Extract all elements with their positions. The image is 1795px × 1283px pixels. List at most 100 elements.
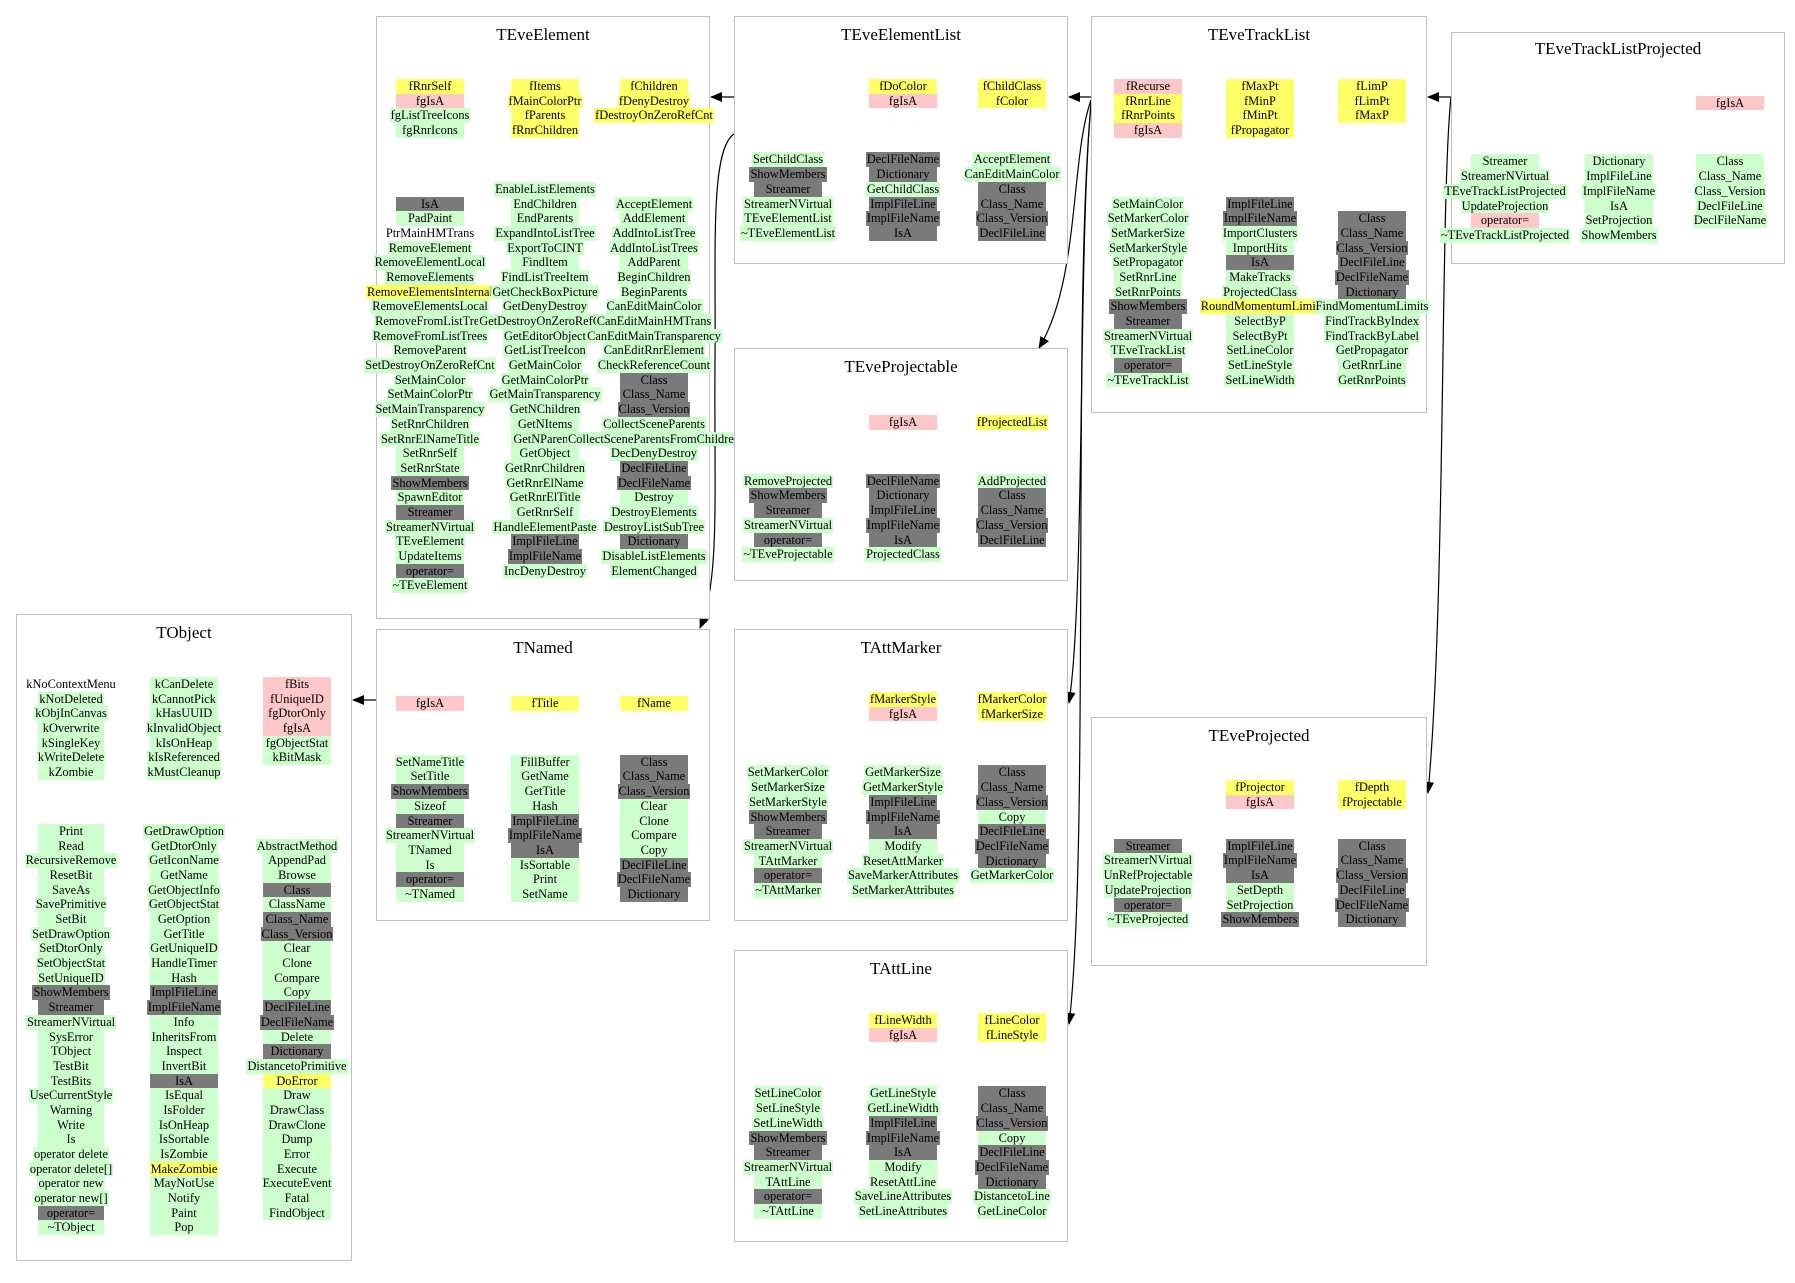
class-member: StreamerNVirtual [1102, 328, 1194, 344]
class-member: GetIconName [148, 853, 220, 868]
class-member: GetMainColor [507, 358, 583, 373]
class-member: fChildren [620, 79, 688, 94]
class-member: TEveTrackList [1109, 343, 1187, 359]
class-member: kZombie [38, 765, 104, 780]
class-member: fMinPt [1226, 108, 1294, 124]
class-member: fName [620, 696, 688, 711]
class-member: IsA [396, 196, 464, 212]
class-member: fDoColor [869, 79, 937, 94]
class-member: fgIsA [869, 93, 937, 109]
class-member: UpdateProjection [1460, 198, 1550, 214]
class-member: fgIsA [263, 721, 331, 736]
class-member: GetMainTransparency [488, 387, 602, 403]
class-member: StreamerNVirtual [1102, 853, 1194, 869]
class-member: Error [263, 1147, 331, 1162]
class-member: DeclFileName [865, 152, 941, 168]
class-member: GetEditorObject [503, 328, 587, 344]
class-member: Fatal [263, 1191, 331, 1206]
class-member: SetDepth [1226, 882, 1294, 898]
class-member: SetMainColorPtr [386, 387, 474, 403]
class-member: Dictionary [263, 1044, 331, 1059]
class-member: Class_Name [978, 503, 1046, 518]
class-member: ~TEveTrackList [1106, 372, 1190, 388]
class-member: GetTitle [150, 926, 218, 942]
class-member: ~TEveProjectable [742, 547, 834, 562]
class-member: IsA [1226, 868, 1294, 883]
class-member: Hash [150, 970, 218, 986]
class-member: Info [150, 1014, 218, 1030]
class-member: fUniqueID [263, 691, 331, 707]
class-member: SetMarkerSize [750, 780, 826, 795]
class-member: operator= [754, 532, 822, 548]
class-member: DeclFileLine [978, 532, 1046, 548]
class-member: FindMomentumLimits [1314, 299, 1430, 314]
class-member: ~TAttMarker [754, 882, 822, 898]
class-member: DeclFileLine [263, 1000, 331, 1015]
class-member: Class_Version [975, 1115, 1049, 1131]
class-member: fRecurse [1114, 79, 1182, 94]
class-member: ShowMembers [1580, 227, 1658, 243]
class-member: Streamer [1114, 314, 1182, 329]
class-member: ImplFileName [865, 1130, 941, 1146]
class-member: fParents [511, 108, 579, 124]
class-member: Dictionary [1338, 284, 1406, 300]
class-member: SetRnrChildren [390, 416, 470, 432]
class-member: ~TEveTrackListProjected [1439, 227, 1571, 243]
class-member: ShowMembers [749, 1130, 827, 1146]
class-member: GetLineWidth [866, 1101, 940, 1116]
class-member: SpawnEditor [396, 490, 464, 505]
class-member: IsSortable [511, 857, 579, 873]
class-member: Dictionary [978, 853, 1046, 869]
class-title: TObject [156, 623, 212, 642]
class-member: Paint [150, 1205, 218, 1221]
class-member: GetDtorOnly [150, 838, 218, 854]
class-member: ImplFileName [1581, 183, 1657, 199]
class-member: PadPaint [396, 211, 464, 226]
class-member: DestroyElements [610, 504, 698, 520]
class-member: ShowMembers [749, 488, 827, 504]
class-member: ~TEveProjected [1106, 912, 1190, 927]
class-member: DoError [263, 1073, 331, 1089]
class-member: fgIsA [396, 696, 464, 711]
class-member: operator new[] [33, 1191, 109, 1206]
class-member: ImplFileName [1222, 211, 1298, 226]
class-member: Clear [620, 798, 688, 814]
class-member: SetMarkerAttributes [851, 882, 955, 898]
class-member: StreamerNVirtual [384, 828, 476, 843]
class-member: Notify [150, 1191, 218, 1206]
class-member: ImportClusters [1221, 225, 1299, 241]
class-member: GetLineStyle [868, 1086, 938, 1102]
class-member: GetNItems [511, 416, 579, 432]
class-member: Streamer [754, 824, 822, 839]
class-member: RemoveFromListTrees [371, 328, 489, 344]
class-member: SetTitle [396, 769, 464, 785]
class-member: GetRnrElTitle [508, 490, 582, 505]
class-member: Class [978, 181, 1046, 197]
class-member: Execute [263, 1161, 331, 1177]
class-member: DeclFileName [865, 473, 941, 489]
class-member: EnableListElements [494, 181, 596, 197]
class-member: SetMainColor [393, 372, 467, 388]
class-member: Class [978, 1086, 1046, 1102]
class-member: HandleElementPaste [492, 519, 598, 535]
class-member: ImplFileLine [1226, 838, 1294, 854]
class-member: StreamerNVirtual [384, 519, 476, 535]
class-member: DeclFileName [616, 872, 692, 887]
class-member: GetMarkerColor [969, 868, 1055, 883]
class-member: Streamer [1114, 838, 1182, 854]
class-member: DeclFileLine [1338, 882, 1406, 898]
class-member: ImplFileLine [869, 794, 937, 810]
class-member: ~TObject [38, 1220, 104, 1236]
class-member: fDenyDestroy [617, 93, 691, 109]
